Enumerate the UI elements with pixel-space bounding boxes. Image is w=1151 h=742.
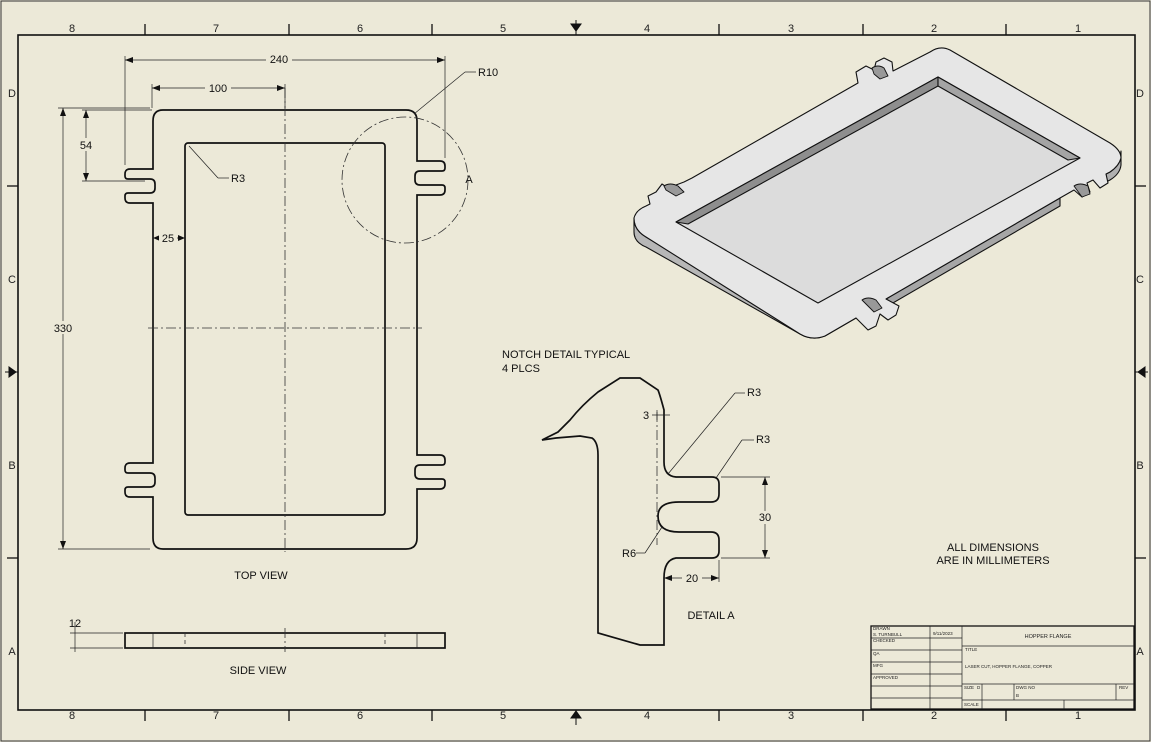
tb-dwgno-value: B: [1016, 693, 1019, 698]
detail-note-line2: 4 PLCS: [502, 363, 540, 375]
svg-text:20: 20: [686, 573, 698, 585]
svg-text:100: 100: [209, 83, 227, 95]
tb-scale-label: SCALE: [964, 702, 979, 707]
tb-dwgno-label: DWG NO: [1016, 685, 1035, 690]
isometric-view: [633, 47, 1122, 339]
tb-description: LASER CUT, HOPPER FLANGE, COPPER: [965, 664, 1053, 669]
svg-text:2: 2: [931, 23, 937, 35]
dimension-330: 330: [50, 107, 150, 550]
dimension-detail-r3-top: R3: [667, 387, 761, 475]
side-view-label: SIDE VIEW: [230, 665, 287, 677]
svg-text:6: 6: [357, 23, 363, 35]
units-note-line1: ALL DIMENSIONS: [947, 542, 1039, 554]
svg-text:8: 8: [69, 710, 75, 722]
zone-column-labels-top: 8 7 6 5 4 3 2 1: [69, 23, 1081, 35]
tb-drawn-by: S. TURNBULL: [873, 632, 903, 637]
svg-text:R3: R3: [756, 434, 770, 446]
dimension-12: 12: [69, 618, 123, 652]
tb-approved-label: APPROVED: [873, 675, 899, 680]
zone-row-labels-right: D C B A: [1136, 88, 1144, 658]
svg-text:C: C: [1136, 274, 1144, 286]
svg-text:R3: R3: [747, 387, 761, 399]
dimension-r10: R10: [413, 67, 498, 115]
svg-text:5: 5: [500, 710, 506, 722]
zone-row-labels-left: D C B A: [8, 88, 16, 658]
svg-text:A: A: [1136, 646, 1144, 658]
dimension-240: 240: [124, 53, 446, 165]
dimension-detail-r3-right: R3: [715, 434, 770, 479]
detail-a-circle: [341, 116, 469, 244]
detail-a-view: NOTCH DETAIL TYPICAL 4 PLCS 3 R3 R3 30: [502, 349, 775, 646]
svg-text:R6: R6: [622, 548, 636, 560]
svg-text:R10: R10: [478, 67, 498, 79]
svg-text:3: 3: [643, 410, 649, 422]
title-block: DRAWN S. TURNBULL 9/11/2023 CHECKED QA M…: [870, 625, 1135, 710]
top-view: A 240 100 54: [50, 53, 498, 582]
tb-size-label: SIZE: [964, 685, 974, 690]
svg-text:5: 5: [500, 23, 506, 35]
svg-text:D: D: [1136, 88, 1144, 100]
svg-text:6: 6: [357, 710, 363, 722]
dimension-detail-20: 20: [664, 560, 720, 585]
svg-text:330: 330: [54, 323, 72, 335]
dimension-100: 100: [151, 81, 286, 108]
tb-size-value: D: [977, 685, 981, 690]
detail-note-line1: NOTCH DETAIL TYPICAL: [502, 349, 630, 361]
dimension-25: 25: [153, 232, 185, 245]
svg-text:B: B: [1136, 460, 1143, 472]
dimension-detail-3: 3: [643, 410, 670, 422]
svg-text:7: 7: [213, 710, 219, 722]
svg-text:R3: R3: [231, 173, 245, 185]
svg-text:25: 25: [162, 233, 174, 245]
svg-text:54: 54: [80, 140, 92, 152]
svg-text:C: C: [8, 274, 16, 286]
svg-text:4: 4: [644, 23, 650, 35]
svg-text:240: 240: [270, 54, 288, 66]
svg-text:3: 3: [788, 23, 794, 35]
svg-text:3: 3: [788, 710, 794, 722]
zone-ticks: [7, 24, 1146, 721]
svg-text:1: 1: [1075, 23, 1081, 35]
tb-checked-label: CHECKED: [873, 638, 896, 643]
svg-text:7: 7: [213, 23, 219, 35]
side-view: 12 SIDE VIEW: [69, 618, 446, 677]
units-note-line2: ARE IN MILLIMETERS: [936, 555, 1049, 567]
top-view-outline: [124, 109, 446, 550]
dimension-detail-30: 30: [721, 476, 775, 559]
tb-date: 9/11/2023: [933, 631, 953, 636]
dimension-54: 54: [76, 109, 152, 182]
iso-notches: [663, 65, 1091, 313]
svg-text:2: 2: [931, 710, 937, 722]
svg-text:A: A: [8, 646, 16, 658]
iso-inner-wall-right: [937, 76, 1081, 161]
svg-text:1: 1: [1075, 710, 1081, 722]
tb-drawn-label: DRAWN: [873, 626, 890, 631]
svg-text:8: 8: [69, 23, 75, 35]
detail-a-label: DETAIL A: [687, 610, 735, 622]
detail-a-callout-letter: A: [465, 174, 473, 186]
svg-text:30: 30: [759, 512, 771, 524]
tb-qa-label: QA: [873, 651, 880, 656]
centering-arrows: [5, 20, 1148, 725]
tb-mfg-label: MFG: [873, 663, 883, 668]
top-view-label: TOP VIEW: [234, 570, 288, 582]
detail-a-outline: [541, 377, 720, 646]
svg-text:D: D: [8, 88, 16, 100]
tb-title: HOPPER FLANGE: [1025, 634, 1072, 640]
svg-text:B: B: [8, 460, 15, 472]
dimension-detail-r6: R6: [622, 526, 663, 560]
svg-text:4: 4: [644, 710, 650, 722]
tb-title-label: TITLE: [965, 647, 977, 652]
svg-text:12: 12: [69, 618, 81, 630]
dimension-r3-inner: R3: [188, 145, 245, 185]
tb-rev-label: REV: [1119, 685, 1128, 690]
zone-column-labels-bottom: 8 7 6 5 4 3 2 1: [69, 710, 1081, 722]
